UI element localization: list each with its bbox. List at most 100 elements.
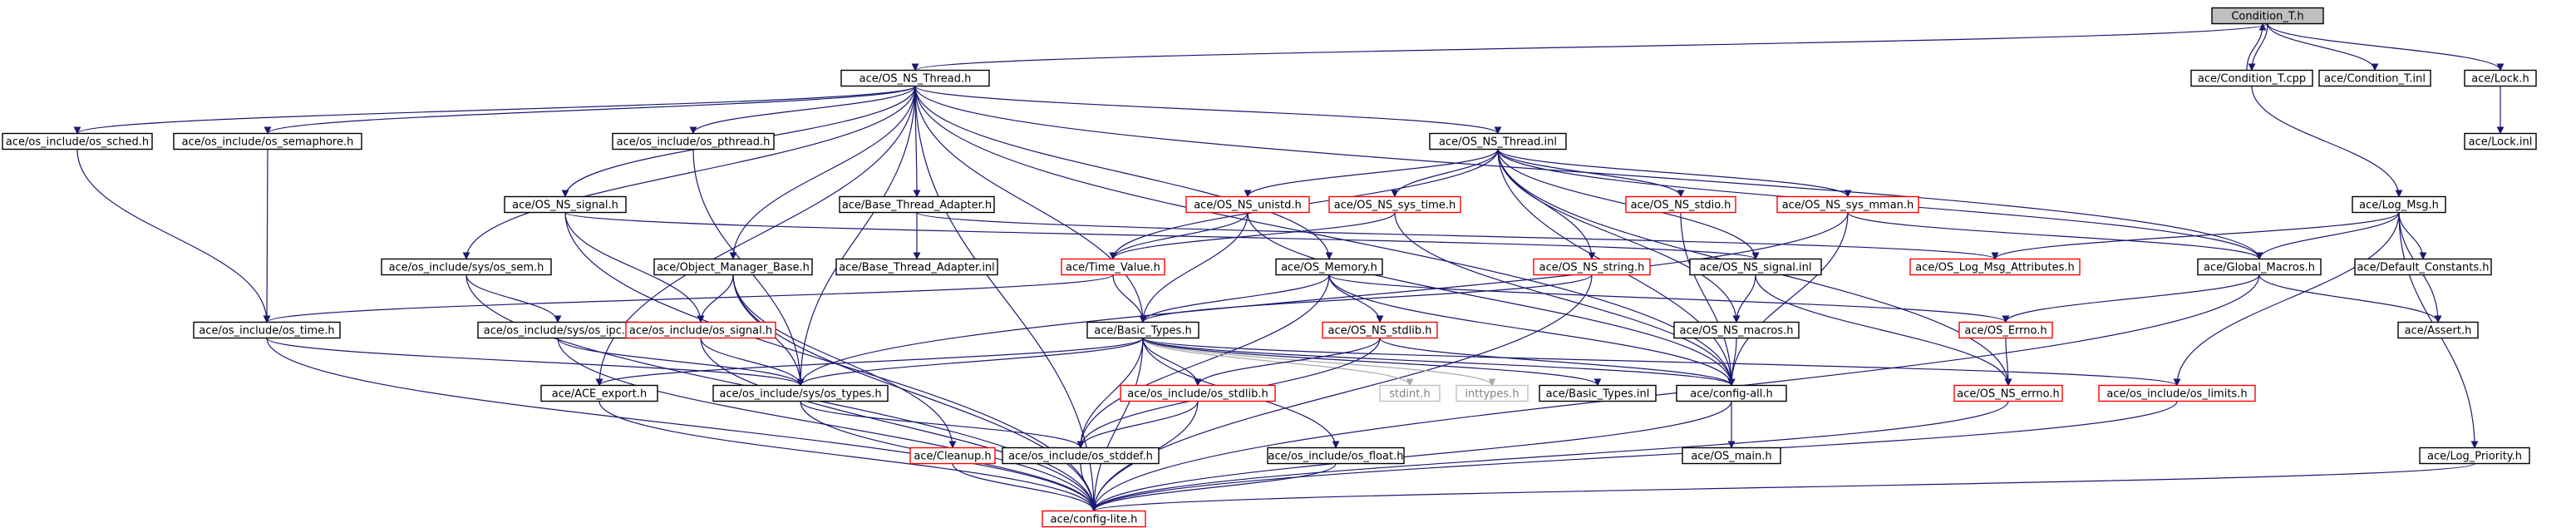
node-box	[653, 258, 813, 276]
node-box	[1533, 258, 1651, 276]
node-label: ace/OS_Log_Msg_Attributes.h	[1915, 262, 2074, 274]
edge-n36-to-n50	[598, 401, 1098, 512]
node-ace-cleanup-h[interactable]: ace/Cleanup.h	[909, 447, 996, 465]
edge-n2-to-n42	[914, 86, 1736, 387]
edge-n24-to-n43	[1755, 274, 2012, 387]
edge-n19-to-n50	[732, 274, 1098, 512]
node-ace-os-ns-thread-h[interactable]: ace/OS_NS_Thread.h	[840, 69, 990, 87]
node-ace-config-all-h[interactable]: ace/config-all.h	[1676, 384, 1787, 402]
node-ace-os-include-os-signal-h[interactable]: ace/os_include/os_signal.h	[625, 321, 776, 339]
edge-n2-to-n31	[914, 86, 1147, 323]
edge-n45-to-n50	[952, 463, 1098, 512]
node-box	[1086, 321, 1199, 339]
node-ace-lock-h[interactable]: ace/Lock.h	[2464, 69, 2537, 87]
edge-n31-to-n40	[1142, 338, 1496, 387]
node-box	[1676, 384, 1787, 402]
node-ace-os-ns-sys-mman-h[interactable]: ace/OS_NS_sys_mman.h	[1776, 195, 1919, 214]
node-box	[1455, 384, 1529, 402]
edge-n10-to-n16	[1497, 149, 1852, 198]
node-ace-os-ns-signal-h[interactable]: ace/OS_NS_signal.h	[504, 195, 627, 214]
node-ace-os-ns-errno-h[interactable]: ace/OS_NS_errno.h	[1953, 384, 2063, 402]
node-box	[1953, 384, 2063, 402]
node-ace-basic-types-inl[interactable]: ace/Basic_Types.inl	[1539, 384, 1657, 402]
node-box	[1682, 447, 1781, 465]
node-ace-log-priority-h[interactable]: ace/Log_Priority.h	[2419, 447, 2530, 465]
node-label: ace/os_include/os_limits.h	[2106, 388, 2247, 401]
node-ace-os-memory-h[interactable]: ace/OS_Memory.h	[1275, 258, 1383, 276]
edge-n26-to-n35	[2258, 274, 2442, 323]
node-ace-os-include-os-semaphore-h[interactable]: ace/os_include/os_semaphore.h	[173, 132, 362, 151]
edge-n30-to-n50	[700, 338, 1098, 512]
node-ace-os-ns-sys-time-h[interactable]: ace/OS_NS_sys_time.h	[1328, 195, 1461, 214]
edge-n2-to-n19	[729, 86, 916, 260]
node-ace-os-include-os-stdlib-h[interactable]: ace/os_include/os_stdlib.h	[1120, 384, 1276, 402]
node-label: ace/OS_NS_Thread.h	[859, 73, 972, 86]
node-box	[839, 195, 995, 214]
edge-n10-to-n33	[1497, 149, 1741, 323]
node-box	[1002, 447, 1160, 465]
node-ace-os-include-sys-os-ipc-h[interactable]: ace/os_include/sys/os_ipc.h	[477, 321, 638, 339]
node-ace-base-thread-adapter-h[interactable]: ace/Base_Thread_Adapter.h	[839, 195, 995, 214]
node-label: ace/config-lite.h	[1051, 514, 1138, 526]
node-ace-global-macros-h[interactable]: ace/Global_Macros.h	[2197, 258, 2322, 276]
node-ace-condition-t-inl[interactable]: ace/Condition_T.inl	[2318, 69, 2431, 87]
node-box	[193, 321, 341, 339]
node-ace-default-constants-h[interactable]: ace/Default_Constants.h	[2354, 258, 2492, 276]
node-ace-os-ns-macros-h[interactable]: ace/OS_NS_macros.h	[1673, 321, 1800, 339]
node-ace-os-include-os-pthread-h[interactable]: ace/os_include/os_pthread.h	[612, 132, 775, 151]
node-ace-os-include-os-sched-h[interactable]: ace/os_include/os_sched.h	[2, 132, 153, 151]
node-box	[1185, 195, 1310, 214]
node-ace-config-lite-h[interactable]: ace/config-lite.h	[1042, 510, 1146, 528]
node-label: ace/OS_NS_string.h	[1539, 262, 1645, 274]
node-ace-base-thread-adapter-inl[interactable]: ace/Base_Thread_Adapter.inl	[835, 258, 998, 276]
node-label: ace/os_include/os_stdlib.h	[1127, 388, 1268, 401]
edge-n47-to-n50	[1090, 463, 1337, 512]
node-box	[540, 384, 658, 402]
node-ace-os-log-msg-attributes-h[interactable]: ace/OS_Log_Msg_Attributes.h	[1909, 258, 2081, 276]
node-ace-time-value-h[interactable]: ace/Time_Value.h	[1061, 258, 1165, 276]
edge-n29-to-n37	[557, 338, 805, 387]
node-ace-os-ns-stdio-h[interactable]: ace/OS_NS_stdio.h	[1625, 195, 1736, 214]
node-ace-condition-t-cpp[interactable]: ace/Condition_T.cpp	[2190, 69, 2313, 87]
node-ace-lock-inl[interactable]: ace/Lock.inl	[2464, 132, 2537, 151]
node-ace-os-include-os-time-h[interactable]: ace/os_include/os_time.h	[193, 321, 341, 339]
node-box	[1429, 132, 1567, 151]
node-ace-basic-types-h[interactable]: ace/Basic_Types.h	[1086, 321, 1199, 339]
node-ace-os-include-sys-os-sem-h[interactable]: ace/os_include/sys/os_sem.h	[381, 258, 552, 276]
node-label: ace/OS_NS_unistd.h	[1194, 200, 1302, 212]
node-ace-os-ns-string-h[interactable]: ace/OS_NS_string.h	[1533, 258, 1651, 276]
node-label: ace/os_include/sys/os_types.h	[719, 388, 881, 401]
node-label: stdint.h	[1389, 388, 1430, 401]
node-label: ace/os_include/os_time.h	[199, 325, 334, 338]
node-ace-os-main-h[interactable]: ace/OS_main.h	[1682, 447, 1781, 465]
node-ace-os-include-sys-os-types-h[interactable]: ace/os_include/sys/os_types.h	[712, 384, 889, 402]
node-ace-os-include-os-limits-h[interactable]: ace/os_include/os_limits.h	[2098, 384, 2256, 402]
node-ace-os-ns-signal-inl[interactable]: ace/OS_NS_signal.inl	[1689, 258, 1822, 276]
node-label: ace/OS_NS_sys_time.h	[1334, 200, 1455, 212]
node-ace-os-errno-h[interactable]: ace/OS_Errno.h	[1958, 321, 2053, 339]
edge-n11-to-n24	[564, 211, 1760, 260]
edge-n21-to-n28	[263, 274, 1114, 323]
node-ace-assert-h[interactable]: ace/Assert.h	[2397, 321, 2479, 339]
node-ace-os-ns-stdlib-h[interactable]: ace/OS_NS_stdlib.h	[1322, 321, 1438, 339]
edge-n12-to-n25	[916, 211, 1999, 260]
node-ace-os-ns-thread-inl[interactable]: ace/OS_NS_Thread.inl	[1429, 132, 1567, 151]
node-ace-ace-export-h[interactable]: ace/ACE_export.h	[540, 384, 658, 402]
edge-n10-to-n14	[1391, 149, 1499, 198]
edge-n2-to-n18	[462, 86, 916, 260]
node-ace-os-include-os-stddef-h[interactable]: ace/os_include/os_stddef.h	[1002, 447, 1160, 465]
node-box	[840, 69, 990, 87]
edge-n17-to-n26	[2255, 212, 2400, 260]
node-ace-os-ns-unistd-h[interactable]: ace/OS_NS_unistd.h	[1185, 195, 1310, 214]
edge-n34-to-n43	[2004, 338, 2012, 387]
edge-n31-to-n37	[796, 338, 1144, 387]
node-label: ace/OS_NS_stdio.h	[1631, 200, 1731, 212]
node-label: ace/Assert.h	[2405, 325, 2472, 338]
node-box	[1673, 321, 1800, 339]
edge-n19-to-n30	[697, 274, 734, 323]
node-ace-log-msg-h[interactable]: ace/Log_Msg.h	[2352, 195, 2446, 214]
node-ace-os-include-os-float-h[interactable]: ace/os_include/os_float.h	[1267, 447, 1405, 465]
node-ace-object-manager-base-h[interactable]: ace/Object_Manager_Base.h	[653, 258, 813, 276]
node-label: inttypes.h	[1465, 388, 1519, 401]
edge-n11-to-n50	[564, 212, 1098, 512]
